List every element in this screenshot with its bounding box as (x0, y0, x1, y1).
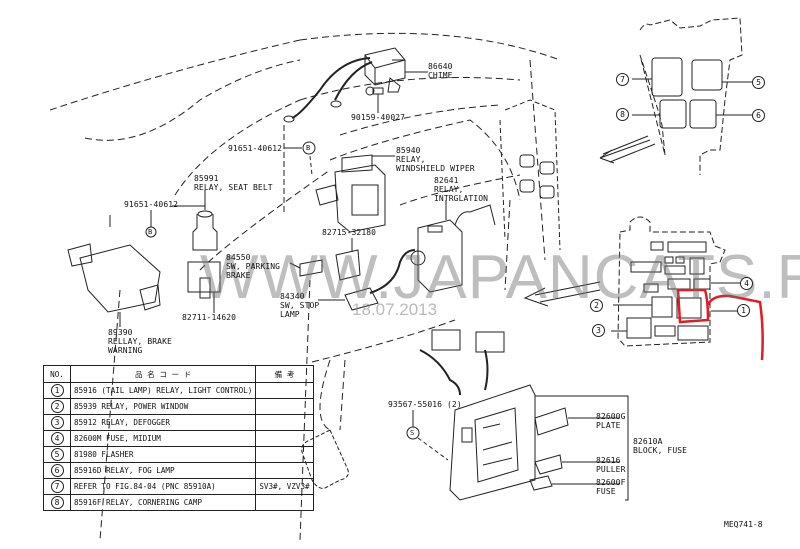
row-remarks (255, 494, 314, 511)
row-number: 2 (50, 400, 64, 413)
stop-lamp-switch-icon (289, 238, 426, 311)
parking-brake-switch-icon (187, 261, 221, 313)
highlight-mark (676, 288, 764, 361)
row-remarks: SV3#, VZV3# (255, 478, 314, 495)
label-connector-32180: 82715-32180 (322, 228, 377, 237)
row-name: 85916 (TAIL LAMP) RELAY, LIGHT CONTROL) (69, 382, 257, 399)
header-no: NO. (43, 365, 71, 383)
fuse-block-assembly-icon (406, 329, 629, 501)
row-remarks (255, 398, 314, 415)
row-remarks (255, 382, 314, 399)
symbol-s-label: S (410, 429, 415, 437)
table-row: 4 82600M FUSE, MIDIUM (43, 430, 314, 447)
row-remarks (255, 446, 314, 463)
fuse-block-upper-icon (632, 17, 752, 175)
row-number: 3 (50, 416, 64, 429)
row-number: 8 (50, 496, 64, 509)
row-name: 85939 RELAY, POWER WINDOW (69, 398, 257, 415)
callout-4: 4 (740, 277, 753, 290)
callout-2: 2 (590, 299, 603, 312)
table-row: 1 85916 (TAIL LAMP) RELAY, LIGHT CONTROL) (43, 382, 314, 399)
callout-6: 6 (752, 109, 765, 122)
watermark-date: 18.07.2013 (352, 300, 438, 319)
header-name: 品 名 コ ー ド (69, 365, 257, 383)
table-row: 5 81980 FLASHER (43, 446, 314, 463)
row-remarks (255, 462, 314, 479)
row-number: 7 (50, 480, 64, 493)
table-row: 8 85916F RELAY, CORNERING CAMP (43, 494, 314, 511)
table-row: 2 85939 RELAY, POWER WINDOW (43, 398, 314, 415)
callout-5: 5 (752, 76, 765, 89)
label-screw: 90159-40027 (351, 113, 406, 122)
header-remarks: 備 考 (255, 365, 314, 383)
callout-3: 3 (592, 324, 605, 337)
parts-table: NO. 品 名 コ ー ド 備 考 1 85916 (TAIL LAMP) REL… (43, 365, 314, 511)
label-bolt-left: 91651-40612 (124, 200, 179, 209)
symbol-b-label: B (148, 228, 153, 236)
seat-belt-relay-icon (192, 190, 218, 251)
row-remarks (255, 430, 314, 447)
symbol-b-icon (302, 141, 316, 155)
row-name: 85912 RELAY, DEFOGGER (69, 414, 257, 431)
row-number: 4 (50, 432, 64, 445)
callout-7: 7 (616, 73, 629, 86)
fuse-block-lower-icon (611, 216, 741, 347)
brake-warning-relay-icon (67, 210, 161, 327)
row-name: 82600M FUSE, MIDIUM (69, 430, 257, 447)
table-header-row: NO. 品 名 コ ー ド 備 考 (43, 365, 314, 383)
row-number: 5 (50, 448, 64, 461)
junction-block-icon (499, 99, 561, 251)
label-bolt-block: 93567-55016 (2) (388, 400, 462, 409)
document-id: MEQ741-8 (724, 520, 763, 529)
callout-1: 1 (737, 304, 750, 317)
chime-icon (283, 47, 428, 123)
arrow-icon (599, 135, 656, 164)
row-name: 85916D RELAY, FOG LAMP (69, 462, 257, 479)
label-bolt-top: 91651-40612 (228, 144, 283, 153)
row-number: 6 (50, 464, 64, 477)
junction-relays-icon (519, 154, 555, 199)
integration-relay-icon (417, 200, 496, 293)
row-name: 85916F RELAY, CORNERING CAMP (69, 494, 257, 511)
arrow-icon (523, 281, 601, 307)
row-name: REFER TO FIG.84-04 (PNC 85910A) (69, 478, 257, 495)
row-number: 1 (50, 384, 64, 397)
table-row: 6 85916D RELAY, FOG LAMP (43, 462, 314, 479)
label-connector-14620: 82711-14620 (182, 313, 237, 322)
row-remarks (255, 414, 314, 431)
wiper-relay-icon (315, 154, 395, 233)
callout-8: 8 (616, 108, 629, 121)
watermark: WWW.JAPANCATS.RU (200, 243, 800, 312)
table-row: 7 REFER TO FIG.84-04 (PNC 85910A)SV3#, VZ… (43, 478, 314, 495)
symbol-b-label: B (306, 144, 311, 152)
table-row: 3 85912 RELAY, DEFOGGER (43, 414, 314, 431)
row-name: 81980 FLASHER (69, 446, 257, 463)
